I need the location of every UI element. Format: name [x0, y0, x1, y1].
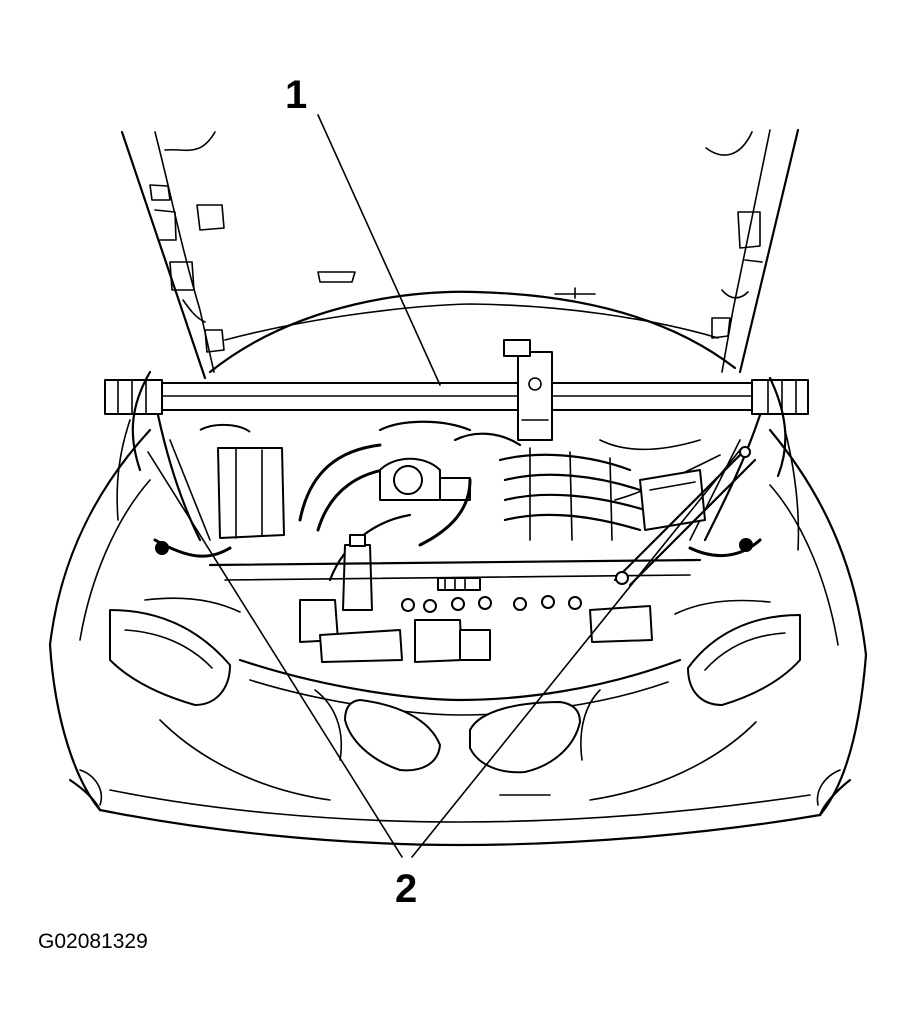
- front-body: [48, 428, 868, 847]
- callout-leaders: [147, 114, 741, 858]
- strut-brace-bar: [104, 339, 809, 441]
- engine-components: [153, 420, 762, 663]
- figure-id: G02081329: [38, 930, 148, 953]
- leader-2-left: [147, 451, 403, 858]
- open-hood: [120, 128, 800, 380]
- leader-2-right: [411, 449, 741, 858]
- callout-2-label: 2: [395, 867, 417, 911]
- callout-1-label: 1: [285, 73, 307, 117]
- leader-1: [317, 114, 441, 386]
- strut-towers: [116, 370, 800, 551]
